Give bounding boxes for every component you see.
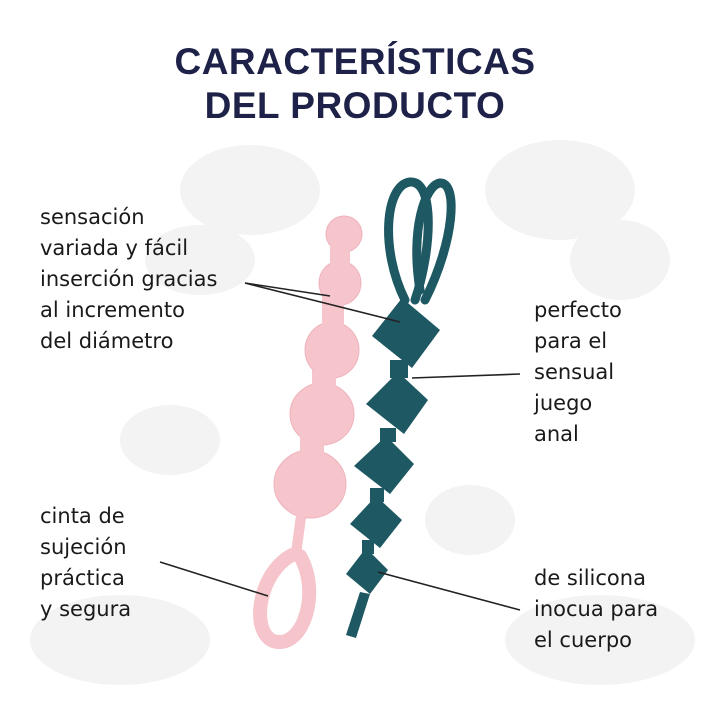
leader-line-perfect	[411, 373, 521, 379]
teal-strap-loop-icon	[384, 177, 456, 305]
feature-line: para el	[534, 329, 608, 353]
feature-line: el cuerpo	[534, 628, 633, 652]
feature-line: perfecto	[534, 298, 622, 322]
page-title: CARACTERÍSTICAS DEL PRODUCTO	[0, 40, 710, 128]
teal-anal-beads-icon	[346, 298, 440, 638]
feature-strap-label: cinta de sujeción práctica y segura	[40, 501, 131, 625]
leader-line-variation-2	[244, 282, 401, 323]
title-line-2: DEL PRODUCTO	[204, 85, 506, 126]
feature-line: inocua para	[534, 597, 659, 621]
feature-line: sujeción	[40, 535, 127, 559]
leader-line-strap	[159, 561, 269, 597]
feature-line: cinta de	[40, 504, 125, 528]
leader-line-variation	[244, 282, 331, 297]
feature-perfect-label: perfecto para el sensual juego anal	[534, 295, 622, 450]
feature-line: inserción gracias	[40, 267, 218, 291]
feature-line: sensual	[534, 360, 615, 384]
feature-line: juego	[534, 391, 593, 415]
feature-silicone-label: de silicona inocua para el cuerpo	[534, 563, 658, 656]
leader-lines	[159, 282, 521, 611]
feature-line: de silicona	[534, 566, 646, 590]
feature-line: al incremento	[40, 298, 185, 322]
feature-line: del diámetro	[40, 329, 174, 353]
feature-variation-label: sensación variada y fácil inserción grac…	[40, 202, 217, 357]
feature-line: práctica	[40, 566, 125, 590]
pink-strap-loop-icon	[253, 548, 317, 649]
feature-line: anal	[534, 422, 579, 446]
feature-line: y segura	[40, 597, 132, 621]
pink-anal-beads-icon	[273, 215, 363, 562]
leader-line-silicone	[377, 571, 521, 611]
feature-line: variada y fácil	[40, 236, 189, 260]
title-line-1: CARACTERÍSTICAS	[174, 41, 536, 82]
feature-line: sensación	[40, 205, 145, 229]
